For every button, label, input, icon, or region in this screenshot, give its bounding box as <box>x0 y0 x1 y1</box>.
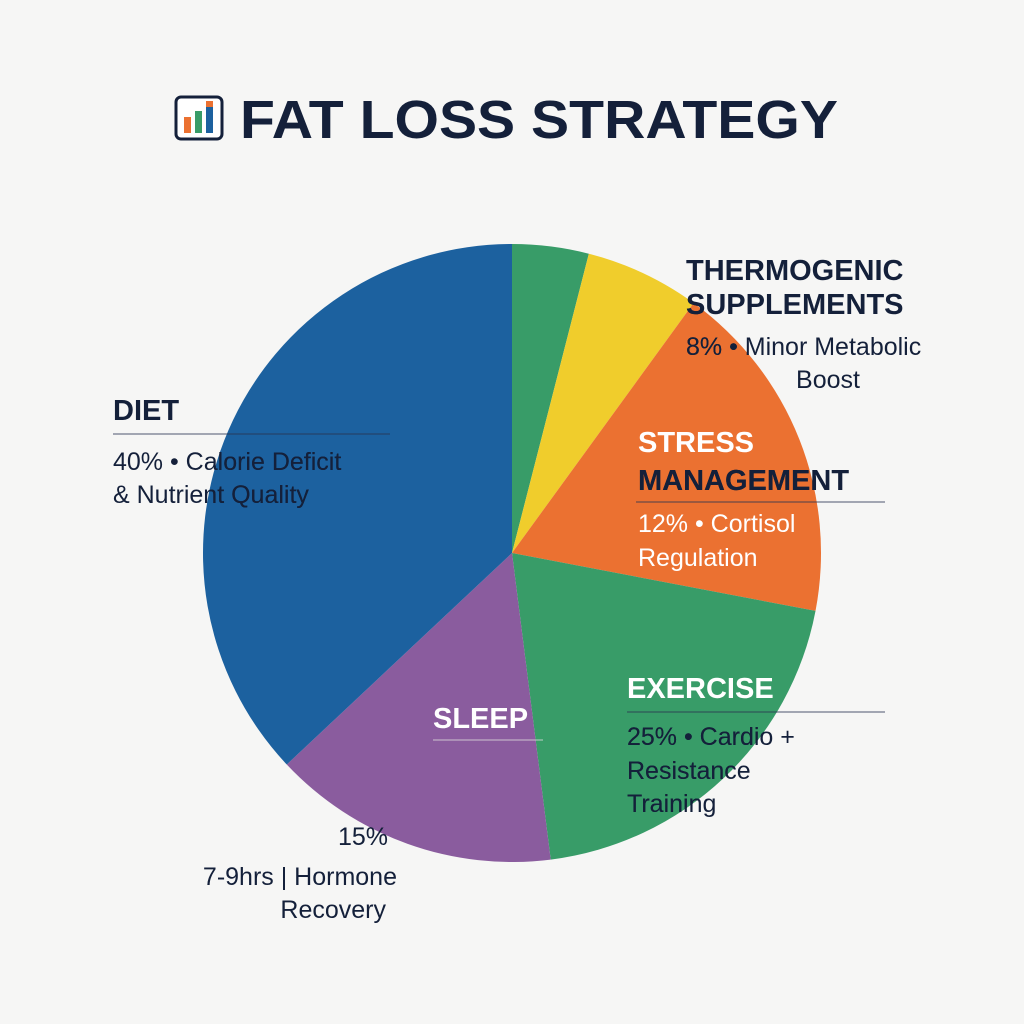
chart-title: FAT LOSS STRATEGY <box>240 90 838 150</box>
pie-slice-stress <box>512 303 821 611</box>
pie-slices <box>203 244 821 862</box>
pie-slice-exercise <box>512 553 816 860</box>
label-detail: Boost <box>796 366 860 394</box>
label-detail: 7-9hrs | Hormone <box>203 863 397 891</box>
pie-slice-thermogenic <box>512 253 694 553</box>
label-sleep-detail: 15% 7-9hrs | Hormone Recovery <box>203 823 397 924</box>
pie-slice-sleep <box>286 553 551 862</box>
label-title-stress: STRESS <box>638 427 754 459</box>
slice-labels-light: STRESS 12% • Cortisol Regulation EXERCIS… <box>433 427 795 735</box>
label-detail-stress: 12% • Cortisol <box>638 510 795 538</box>
label-title-sleep: SLEEP <box>433 703 528 735</box>
label-title: THERMOGENIC <box>686 255 904 287</box>
label-title: SUPPLEMENTS <box>686 289 904 321</box>
label-detail-stress: Regulation <box>638 544 758 572</box>
pie-slice-unlabeled <box>512 244 589 553</box>
label-dividers <box>113 433 885 741</box>
label-title: DIET <box>113 395 179 427</box>
label-title-exercise: EXERCISE <box>627 673 774 705</box>
label-detail: Recovery <box>280 896 386 924</box>
bar-chart-icon <box>174 95 224 141</box>
pie-slice-diet <box>203 244 513 765</box>
